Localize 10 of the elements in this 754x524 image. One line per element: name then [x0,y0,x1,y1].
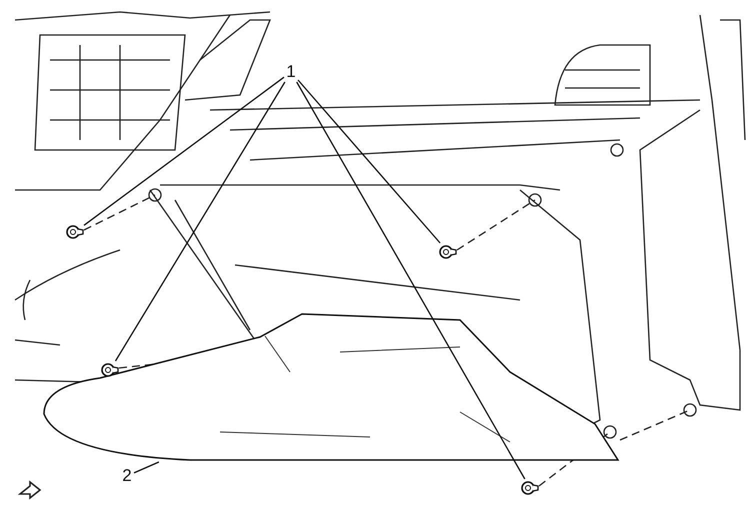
callout-number: 1 [284,62,298,82]
screw-icon [439,243,457,261]
screw-icon [521,479,539,497]
leader-line [84,76,284,226]
screw-icon [66,223,84,241]
leader-line [298,80,441,244]
callout-number: 2 [120,466,134,486]
leader-line [134,461,160,474]
leader-line [296,82,526,480]
leader-line [114,82,286,362]
